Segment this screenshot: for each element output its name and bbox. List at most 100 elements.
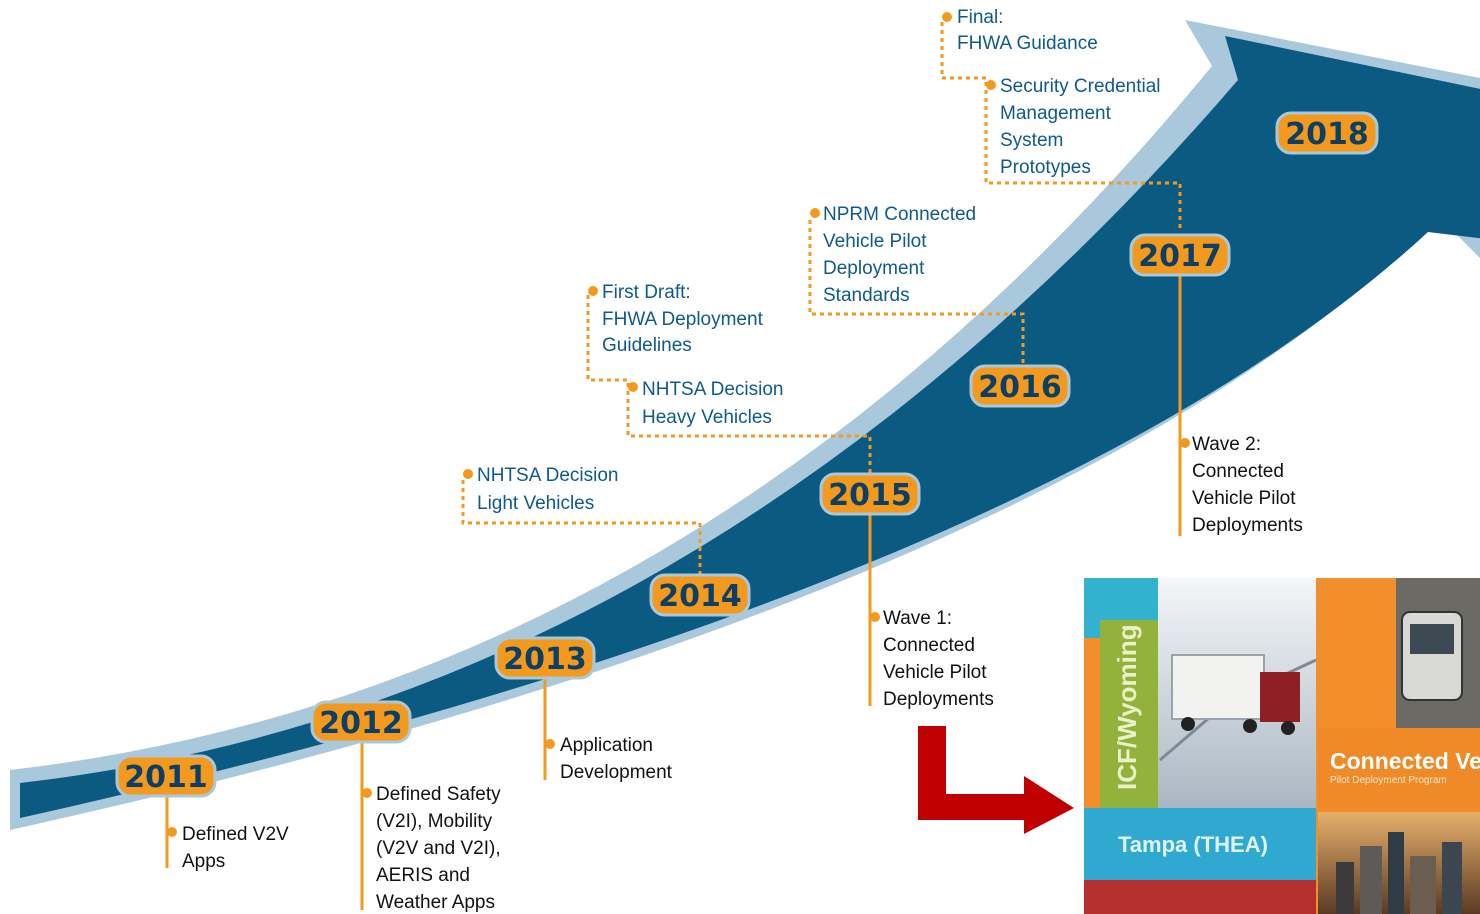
note-final-line: Final: bbox=[957, 7, 1003, 28]
note-2012-line: (V2I), Mobility bbox=[376, 811, 493, 832]
connector-2015 bbox=[586, 295, 872, 474]
year-2014-text: 2014 bbox=[658, 579, 742, 614]
note-nhtsa-heavy-line: NHTSA Decision bbox=[642, 379, 784, 400]
skyline-building bbox=[1388, 832, 1404, 914]
note-nprm-line: Deployment bbox=[823, 258, 925, 279]
note-2012-line: AERIS and bbox=[376, 865, 470, 886]
note-scms-line: System bbox=[1000, 130, 1063, 151]
solid-connectors bbox=[165, 276, 1182, 910]
bullet-2013 bbox=[545, 739, 555, 749]
growth-arrow-body bbox=[20, 36, 1480, 818]
bullet-nhtsa-heavy bbox=[628, 382, 638, 392]
note-first-draft-line: First Draft: bbox=[602, 282, 691, 303]
truck-wheel-icon bbox=[1243, 719, 1257, 733]
note-nhtsa-light: NHTSA Decision Light Vehicles bbox=[477, 465, 619, 514]
note-nprm-line: NPRM Connected bbox=[823, 204, 976, 225]
skyline-building bbox=[1360, 846, 1382, 914]
bullet-nhtsa-light bbox=[463, 469, 473, 479]
note-2012-line: Defined Safety bbox=[376, 784, 501, 805]
note-nhtsa-heavy-line: Heavy Vehicles bbox=[642, 407, 772, 428]
year-badges: 2011 2012 2013 2014 2015 2016 2017 2018 bbox=[115, 111, 1379, 798]
year-badge-2013: 2013 bbox=[494, 636, 596, 680]
skyline-building bbox=[1442, 842, 1462, 914]
note-2012-line: (V2V and V2I), bbox=[376, 838, 501, 859]
note-nhtsa-light-line: Light Vehicles bbox=[477, 493, 594, 514]
note-2015-line: Vehicle Pilot bbox=[883, 662, 987, 683]
note-2017: Wave 2: Connected Vehicle Pilot Deployme… bbox=[1192, 434, 1303, 536]
note-2015-line: Connected bbox=[883, 635, 975, 656]
year-badge-2017: 2017 bbox=[1129, 233, 1231, 277]
note-final-line: FHWA Guidance bbox=[957, 33, 1098, 54]
red-arrow-icon bbox=[918, 726, 1074, 834]
note-nprm-line: Standards bbox=[823, 285, 910, 306]
growth-arrow bbox=[10, 20, 1480, 830]
collage-wyoming-label: ICF/Wyoming bbox=[1112, 624, 1142, 790]
note-2017-line: Connected bbox=[1192, 461, 1284, 482]
bullet-2015 bbox=[870, 612, 880, 622]
collage-car-photo bbox=[1084, 880, 1316, 914]
note-nhtsa-light-line: NHTSA Decision bbox=[477, 465, 619, 486]
note-2015-line: Wave 1: bbox=[883, 608, 952, 629]
note-2013: Application Development bbox=[560, 735, 673, 783]
note-2017-line: Deployments bbox=[1192, 515, 1303, 536]
connector-2014 bbox=[461, 480, 702, 575]
collage-tile-green bbox=[1100, 620, 1158, 825]
collage-banner bbox=[1318, 728, 1480, 810]
collage-tampa-label: Tampa (THEA) bbox=[1118, 832, 1268, 857]
year-badge-2012: 2012 bbox=[310, 700, 412, 744]
connector-2017 bbox=[940, 22, 1182, 232]
truck-cab-icon bbox=[1260, 672, 1300, 722]
year-2017-text: 2017 bbox=[1138, 239, 1222, 274]
note-nprm: NPRM Connected Vehicle Pilot Deployment … bbox=[823, 204, 976, 306]
year-2015-text: 2015 bbox=[828, 478, 912, 513]
note-scms-line: Prototypes bbox=[1000, 157, 1091, 178]
collage-banner-subtitle: Pilot Deployment Program bbox=[1330, 775, 1447, 786]
bullet-2011 bbox=[167, 827, 177, 837]
bullet-final bbox=[942, 12, 952, 22]
note-final: Final: FHWA Guidance bbox=[957, 7, 1098, 54]
note-nhtsa-heavy: NHTSA Decision Heavy Vehicles bbox=[642, 379, 784, 428]
skyline-building bbox=[1336, 862, 1354, 914]
bullet-scms bbox=[986, 80, 996, 90]
year-2011-text: 2011 bbox=[124, 760, 208, 795]
skyline-building bbox=[1410, 856, 1436, 914]
year-badge-2018: 2018 bbox=[1275, 111, 1379, 155]
note-first-draft: First Draft: FHWA Deployment Guidelines bbox=[602, 282, 764, 356]
truck-wheel-icon bbox=[1181, 717, 1195, 731]
bus-window-icon bbox=[1410, 624, 1454, 654]
note-2013-line: Development bbox=[560, 762, 673, 783]
note-scms-line: Security Credential bbox=[1000, 76, 1161, 97]
note-2011-line: Apps bbox=[182, 851, 225, 872]
note-2017-line: Vehicle Pilot bbox=[1192, 488, 1296, 509]
note-scms: Security Credential Management System Pr… bbox=[1000, 76, 1161, 178]
note-2017-line: Wave 2: bbox=[1192, 434, 1261, 455]
dotted-connectors bbox=[461, 22, 1182, 575]
year-2012-text: 2012 bbox=[319, 706, 403, 741]
year-2018-text: 2018 bbox=[1285, 117, 1369, 152]
year-badge-2015: 2015 bbox=[819, 472, 921, 516]
collage-tampa-band bbox=[1084, 808, 1316, 880]
note-2015-line: Deployments bbox=[883, 689, 994, 710]
bullet-2017 bbox=[1180, 438, 1190, 448]
pilot-collage-image: Connected Ve Pilot Deployment Program IC… bbox=[1084, 578, 1480, 914]
note-nprm-line: Vehicle Pilot bbox=[823, 231, 927, 252]
connector-2016 bbox=[808, 220, 1025, 366]
note-2015: Wave 1: Connected Vehicle Pilot Deployme… bbox=[883, 608, 994, 710]
bullet-nprm bbox=[810, 208, 820, 218]
note-2012: Defined Safety (V2I), Mobility (V2V and … bbox=[376, 784, 501, 913]
bullet-2012 bbox=[362, 788, 372, 798]
note-scms-line: Management bbox=[1000, 103, 1112, 124]
note-2012-line: Weather Apps bbox=[376, 892, 495, 913]
truck-wheel-icon bbox=[1281, 721, 1295, 735]
year-badge-2014: 2014 bbox=[649, 573, 751, 617]
note-2011: Defined V2V Apps bbox=[182, 824, 289, 872]
note-2011-line: Defined V2V bbox=[182, 824, 289, 845]
collage-banner-title: Connected Ve bbox=[1330, 748, 1480, 774]
year-badge-2011: 2011 bbox=[115, 754, 217, 798]
note-first-draft-line: FHWA Deployment bbox=[602, 309, 764, 330]
truck-trailer-icon bbox=[1171, 654, 1265, 720]
bullet-first-draft bbox=[588, 286, 598, 296]
note-2013-line: Application bbox=[560, 735, 653, 756]
year-2013-text: 2013 bbox=[503, 642, 587, 677]
